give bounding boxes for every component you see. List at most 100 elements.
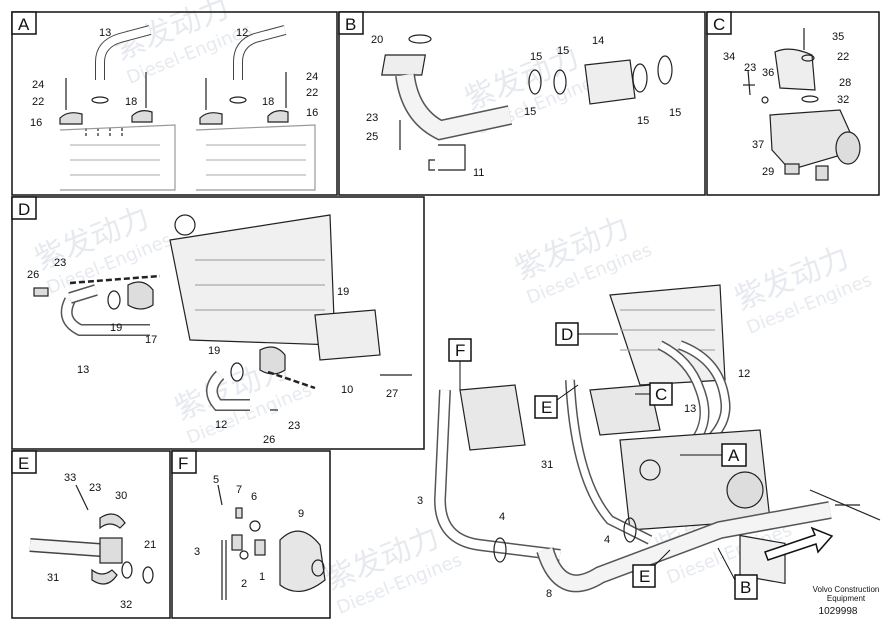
part-label: 4	[499, 511, 505, 523]
part-label: 29	[762, 166, 774, 178]
callout-a: A	[680, 443, 747, 467]
panel-f-frame	[171, 450, 331, 619]
part-label: 23	[744, 62, 756, 74]
part-label: 9	[298, 508, 304, 520]
svg-text:C: C	[655, 385, 667, 404]
part-label: 22	[32, 96, 44, 108]
part-label: 23	[89, 482, 101, 494]
footer-line1: Volvo Construction	[813, 585, 880, 594]
svg-text:F: F	[455, 341, 465, 360]
part-label: 23	[366, 112, 378, 124]
panel-e-label: E	[11, 450, 37, 474]
part-label: 34	[723, 51, 735, 63]
part-label: 21	[144, 539, 156, 551]
callout-d: D	[555, 322, 618, 346]
part-label: 5	[213, 474, 219, 486]
part-label: 11	[473, 167, 484, 179]
drawing-number: 1029998	[819, 606, 858, 617]
callout-b: B	[717, 547, 758, 600]
part-label: 19	[337, 286, 349, 298]
svg-text:C: C	[713, 15, 725, 34]
panel-d-frame	[11, 196, 425, 450]
svg-text:A: A	[728, 446, 740, 465]
panel-e-drawing	[29, 484, 154, 585]
part-label: 15	[530, 51, 542, 63]
panel-a-frame	[11, 11, 338, 196]
footer-line2: Equipment	[827, 594, 866, 603]
part-label: 31	[47, 572, 59, 584]
part-label: 20	[371, 34, 383, 46]
svg-text:B: B	[345, 15, 356, 34]
part-numbers: 13 12 24 22 18 16 18 24 22 16 20 15 15 1…	[27, 27, 851, 611]
part-label: 22	[306, 87, 318, 99]
part-label: 1	[259, 571, 265, 583]
panel-f-label: F	[171, 450, 197, 474]
part-label: 23	[288, 420, 300, 432]
part-label: 2	[241, 578, 247, 590]
part-label: 4	[604, 534, 610, 546]
part-label: 18	[125, 96, 137, 108]
svg-text:E: E	[639, 567, 650, 586]
part-label: 7	[236, 484, 242, 496]
part-label: 15	[669, 107, 681, 119]
part-label: 26	[263, 434, 275, 446]
callout-e-lower: E	[632, 549, 671, 588]
part-label: 24	[32, 79, 44, 91]
part-label: 16	[306, 107, 318, 119]
callout-f: F	[448, 338, 472, 390]
part-label: 13	[77, 364, 89, 376]
footer: Volvo Construction Equipment 1029998	[813, 585, 880, 617]
part-label: 16	[30, 117, 42, 129]
svg-text:D: D	[561, 325, 573, 344]
part-label: 15	[524, 106, 536, 118]
part-label: 19	[208, 345, 220, 357]
part-label: 14	[592, 35, 604, 47]
part-label: 28	[839, 77, 851, 89]
svg-text:F: F	[178, 454, 188, 473]
part-label: 12	[215, 419, 227, 431]
panel-d-label: D	[11, 196, 37, 220]
part-label: 12	[738, 368, 750, 380]
part-label: 12	[236, 27, 248, 39]
part-label: 23	[54, 257, 66, 269]
panel-b-frame	[338, 11, 706, 196]
svg-text:E: E	[541, 398, 552, 417]
panel-f-drawing	[217, 484, 326, 600]
callout-e-upper: E	[534, 384, 579, 419]
part-label: 33	[64, 472, 76, 484]
panel-frames	[11, 11, 880, 619]
part-label: 26	[27, 269, 39, 281]
part-label: 27	[386, 388, 398, 400]
part-label: 10	[341, 384, 353, 396]
part-label: 35	[832, 31, 844, 43]
part-label: 24	[306, 71, 318, 83]
part-label: 15	[637, 115, 649, 127]
panel-a-label: A	[11, 11, 37, 35]
part-label: 19	[110, 322, 122, 334]
part-label: 13	[99, 27, 111, 39]
panel-d-drawing	[33, 214, 412, 411]
part-label: 6	[251, 491, 257, 503]
panel-c-label: C	[706, 11, 732, 35]
part-label: 22	[837, 51, 849, 63]
panel-c-drawing	[743, 28, 861, 181]
part-label: 8	[546, 588, 552, 600]
part-label: 3	[417, 495, 423, 507]
part-label: 31	[541, 459, 553, 471]
part-label: 18	[262, 96, 274, 108]
panel-b-drawing	[381, 34, 673, 171]
part-label: 3	[194, 546, 200, 558]
svg-text:B: B	[740, 578, 751, 597]
part-label: 15	[557, 45, 569, 57]
part-label: 36	[762, 67, 774, 79]
callout-c: C	[635, 382, 673, 406]
svg-text:A: A	[18, 15, 30, 34]
part-label: 32	[837, 94, 849, 106]
part-label: 30	[115, 490, 127, 502]
svg-text:E: E	[18, 454, 29, 473]
panel-a-drawing	[59, 25, 316, 191]
panel-b-label: B	[338, 11, 364, 35]
part-label: 32	[120, 599, 132, 611]
panel-e-frame	[11, 450, 171, 619]
